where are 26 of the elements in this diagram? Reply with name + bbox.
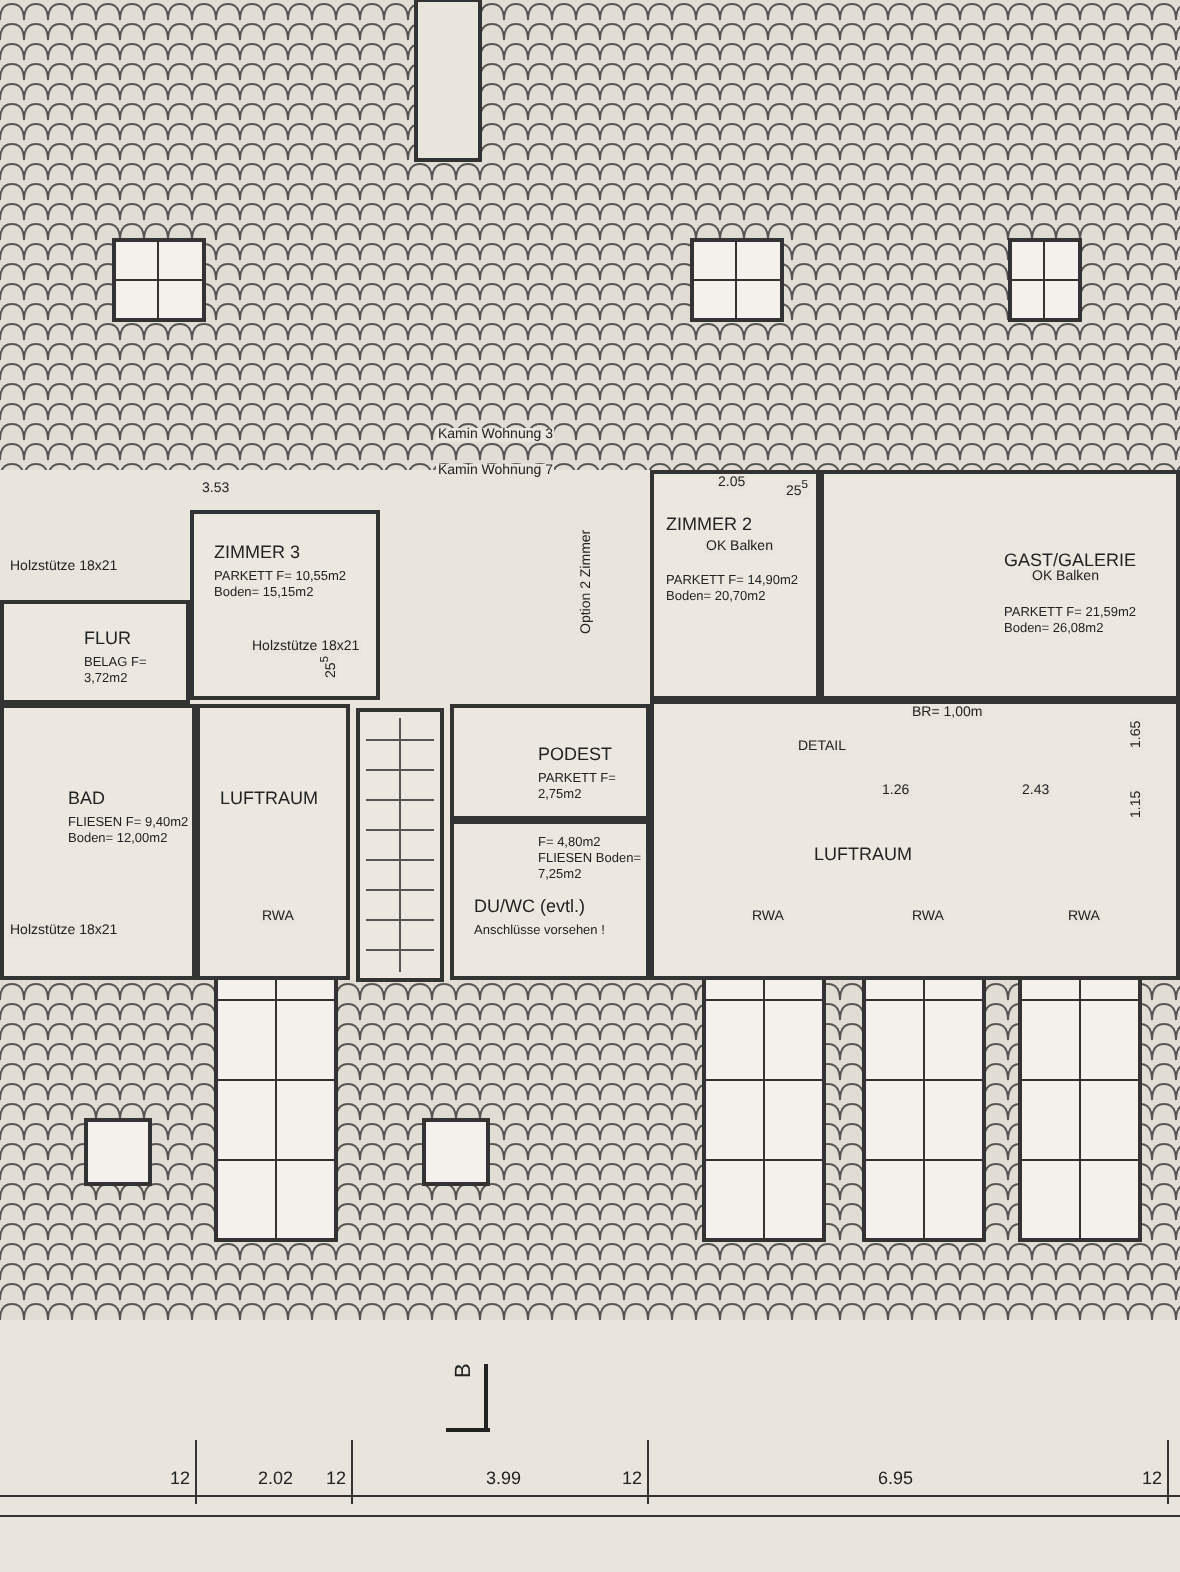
room bbox=[650, 700, 1180, 980]
room-name: ZIMMER 3 bbox=[214, 542, 301, 562]
room-name: PODEST bbox=[538, 744, 613, 764]
dimension-text: 6.95 bbox=[876, 1468, 916, 1488]
room-name: LUFTRAUM bbox=[814, 844, 912, 864]
dimension-text: 12 bbox=[168, 1468, 193, 1488]
room bbox=[450, 704, 650, 820]
room bbox=[820, 470, 1180, 700]
room-name: DU/WC (evtl.) bbox=[474, 896, 587, 917]
room-name: BAD bbox=[68, 788, 106, 808]
room bbox=[450, 820, 650, 980]
dimension-text: 12 bbox=[324, 1468, 349, 1488]
section-letter: B bbox=[452, 1361, 476, 1380]
dimension-text: 12 bbox=[1140, 1468, 1165, 1488]
room-name: GAST/GALERIE bbox=[1004, 550, 1137, 570]
room bbox=[650, 470, 820, 700]
room bbox=[196, 704, 350, 980]
room bbox=[0, 600, 190, 704]
dimension-text: 3.99 bbox=[484, 1468, 524, 1488]
dimension-text: 12 bbox=[620, 1468, 645, 1488]
room-name: ZIMMER 2 bbox=[666, 514, 753, 534]
dimension-text: 2.02 bbox=[256, 1468, 296, 1488]
room bbox=[190, 510, 380, 700]
room-name: LUFTRAUM bbox=[220, 788, 318, 808]
room-name: FLUR bbox=[84, 628, 132, 648]
room bbox=[0, 704, 196, 980]
